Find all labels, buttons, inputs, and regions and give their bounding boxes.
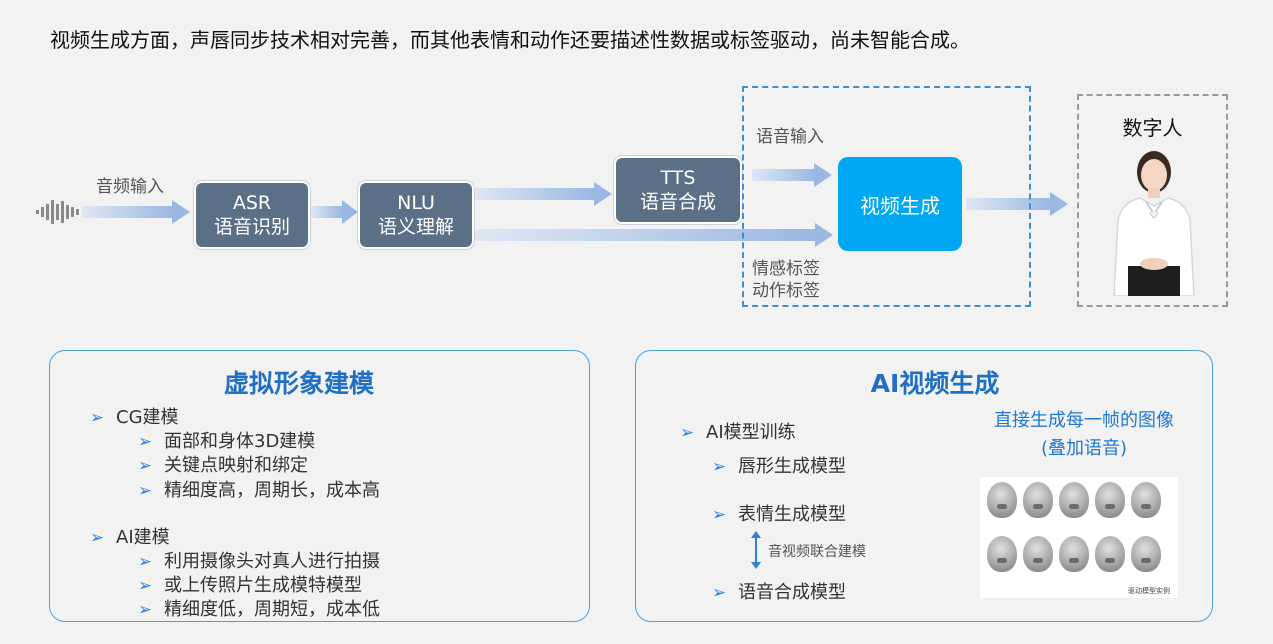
action-tag-label: 动作标签 bbox=[752, 281, 820, 301]
video-gen-region bbox=[742, 86, 1031, 307]
flow-arrows bbox=[36, 163, 1068, 247]
tag-labels: 情感标签 动作标签 bbox=[752, 258, 820, 302]
ai-video-title: AI视频生成 bbox=[870, 369, 1000, 398]
face-sample bbox=[1131, 482, 1161, 518]
face-sample bbox=[1095, 482, 1125, 518]
face-sample bbox=[1023, 482, 1053, 518]
voice-input-label: 语音输入 bbox=[756, 127, 824, 147]
expression-model-item: ➢表情生成模型 bbox=[712, 504, 846, 525]
face-sample bbox=[1095, 536, 1125, 572]
asr-subtitle: 语音识别 bbox=[213, 216, 290, 238]
cg-modeling-item: ➢CG建模 bbox=[90, 407, 179, 428]
avatar-modeling-panel bbox=[49, 350, 590, 622]
digital-human-label: 数字人 bbox=[1122, 116, 1183, 140]
ai-modeling-item: ➢AI建模 bbox=[90, 527, 170, 548]
face-sample bbox=[1059, 482, 1089, 518]
joint-modeling-label: 音视频联合建模 bbox=[768, 544, 866, 560]
lip-model-item: ➢唇形生成模型 bbox=[712, 456, 846, 477]
audio-waveform-icon bbox=[36, 200, 79, 224]
digital-human-frame bbox=[1077, 94, 1228, 307]
list-item: ➢利用摄像头对真人进行拍摄 bbox=[138, 551, 380, 572]
digital-human-figure bbox=[1113, 151, 1195, 296]
nlu-subtitle: 语义理解 bbox=[377, 216, 454, 238]
emotion-tag-label: 情感标签 bbox=[752, 259, 820, 279]
direct-generation-text: 直接生成每一帧的图像 (叠加语音) bbox=[994, 410, 1174, 459]
speech-model-item: ➢语音合成模型 bbox=[712, 582, 846, 603]
headline: 视频生成方面，声唇同步技术相对完善，而其他表情和动作还要描述性数据或标签驱动，尚… bbox=[50, 28, 970, 52]
nlu-title: NLU bbox=[397, 192, 435, 214]
avatar-modeling-title: 虚拟形象建模 bbox=[223, 369, 374, 398]
arrow-nlu-to-tts bbox=[472, 182, 612, 206]
list-item: ➢或上传照片生成模特模型 bbox=[138, 575, 362, 596]
arrow-nlu-to-video bbox=[472, 223, 833, 247]
arrow-audio-to-asr bbox=[82, 200, 190, 224]
face-sample bbox=[1059, 536, 1089, 572]
tts-subtitle: 语音合成 bbox=[639, 191, 716, 213]
tts-box: TTS 语音合成 bbox=[614, 156, 742, 224]
arrow-tts-to-video bbox=[752, 163, 832, 187]
double-arrow-icon bbox=[751, 531, 761, 569]
list-item: ➢面部和身体3D建模 bbox=[138, 431, 316, 452]
video-gen-box: 视频生成 bbox=[838, 157, 962, 251]
face-sample bbox=[1131, 536, 1161, 572]
list-item: ➢精细度高，周期长，成本高 bbox=[138, 480, 380, 501]
nlu-box: NLU 语义理解 bbox=[358, 181, 474, 249]
list-item: ➢精细度低，周期短，成本低 bbox=[138, 599, 380, 620]
sample-caption: 驱动模型实例 bbox=[1128, 587, 1170, 595]
arrow-asr-to-nlu bbox=[310, 200, 358, 224]
audio-input-label: 音频输入 bbox=[96, 177, 164, 197]
face-row-2 bbox=[980, 522, 1178, 576]
face-sample bbox=[987, 482, 1017, 518]
asr-title: ASR bbox=[232, 192, 272, 214]
list-item: ➢关键点映射和绑定 bbox=[138, 455, 308, 476]
asr-box: ASR 语音识别 bbox=[194, 181, 310, 249]
tts-title: TTS bbox=[660, 167, 696, 189]
face-samples-image: 驱动模型实例 bbox=[980, 477, 1178, 598]
face-sample bbox=[1023, 536, 1053, 572]
ai-training-item: ➢AI模型训练 bbox=[680, 422, 796, 443]
face-sample bbox=[987, 536, 1017, 572]
face-row-1 bbox=[980, 477, 1178, 522]
